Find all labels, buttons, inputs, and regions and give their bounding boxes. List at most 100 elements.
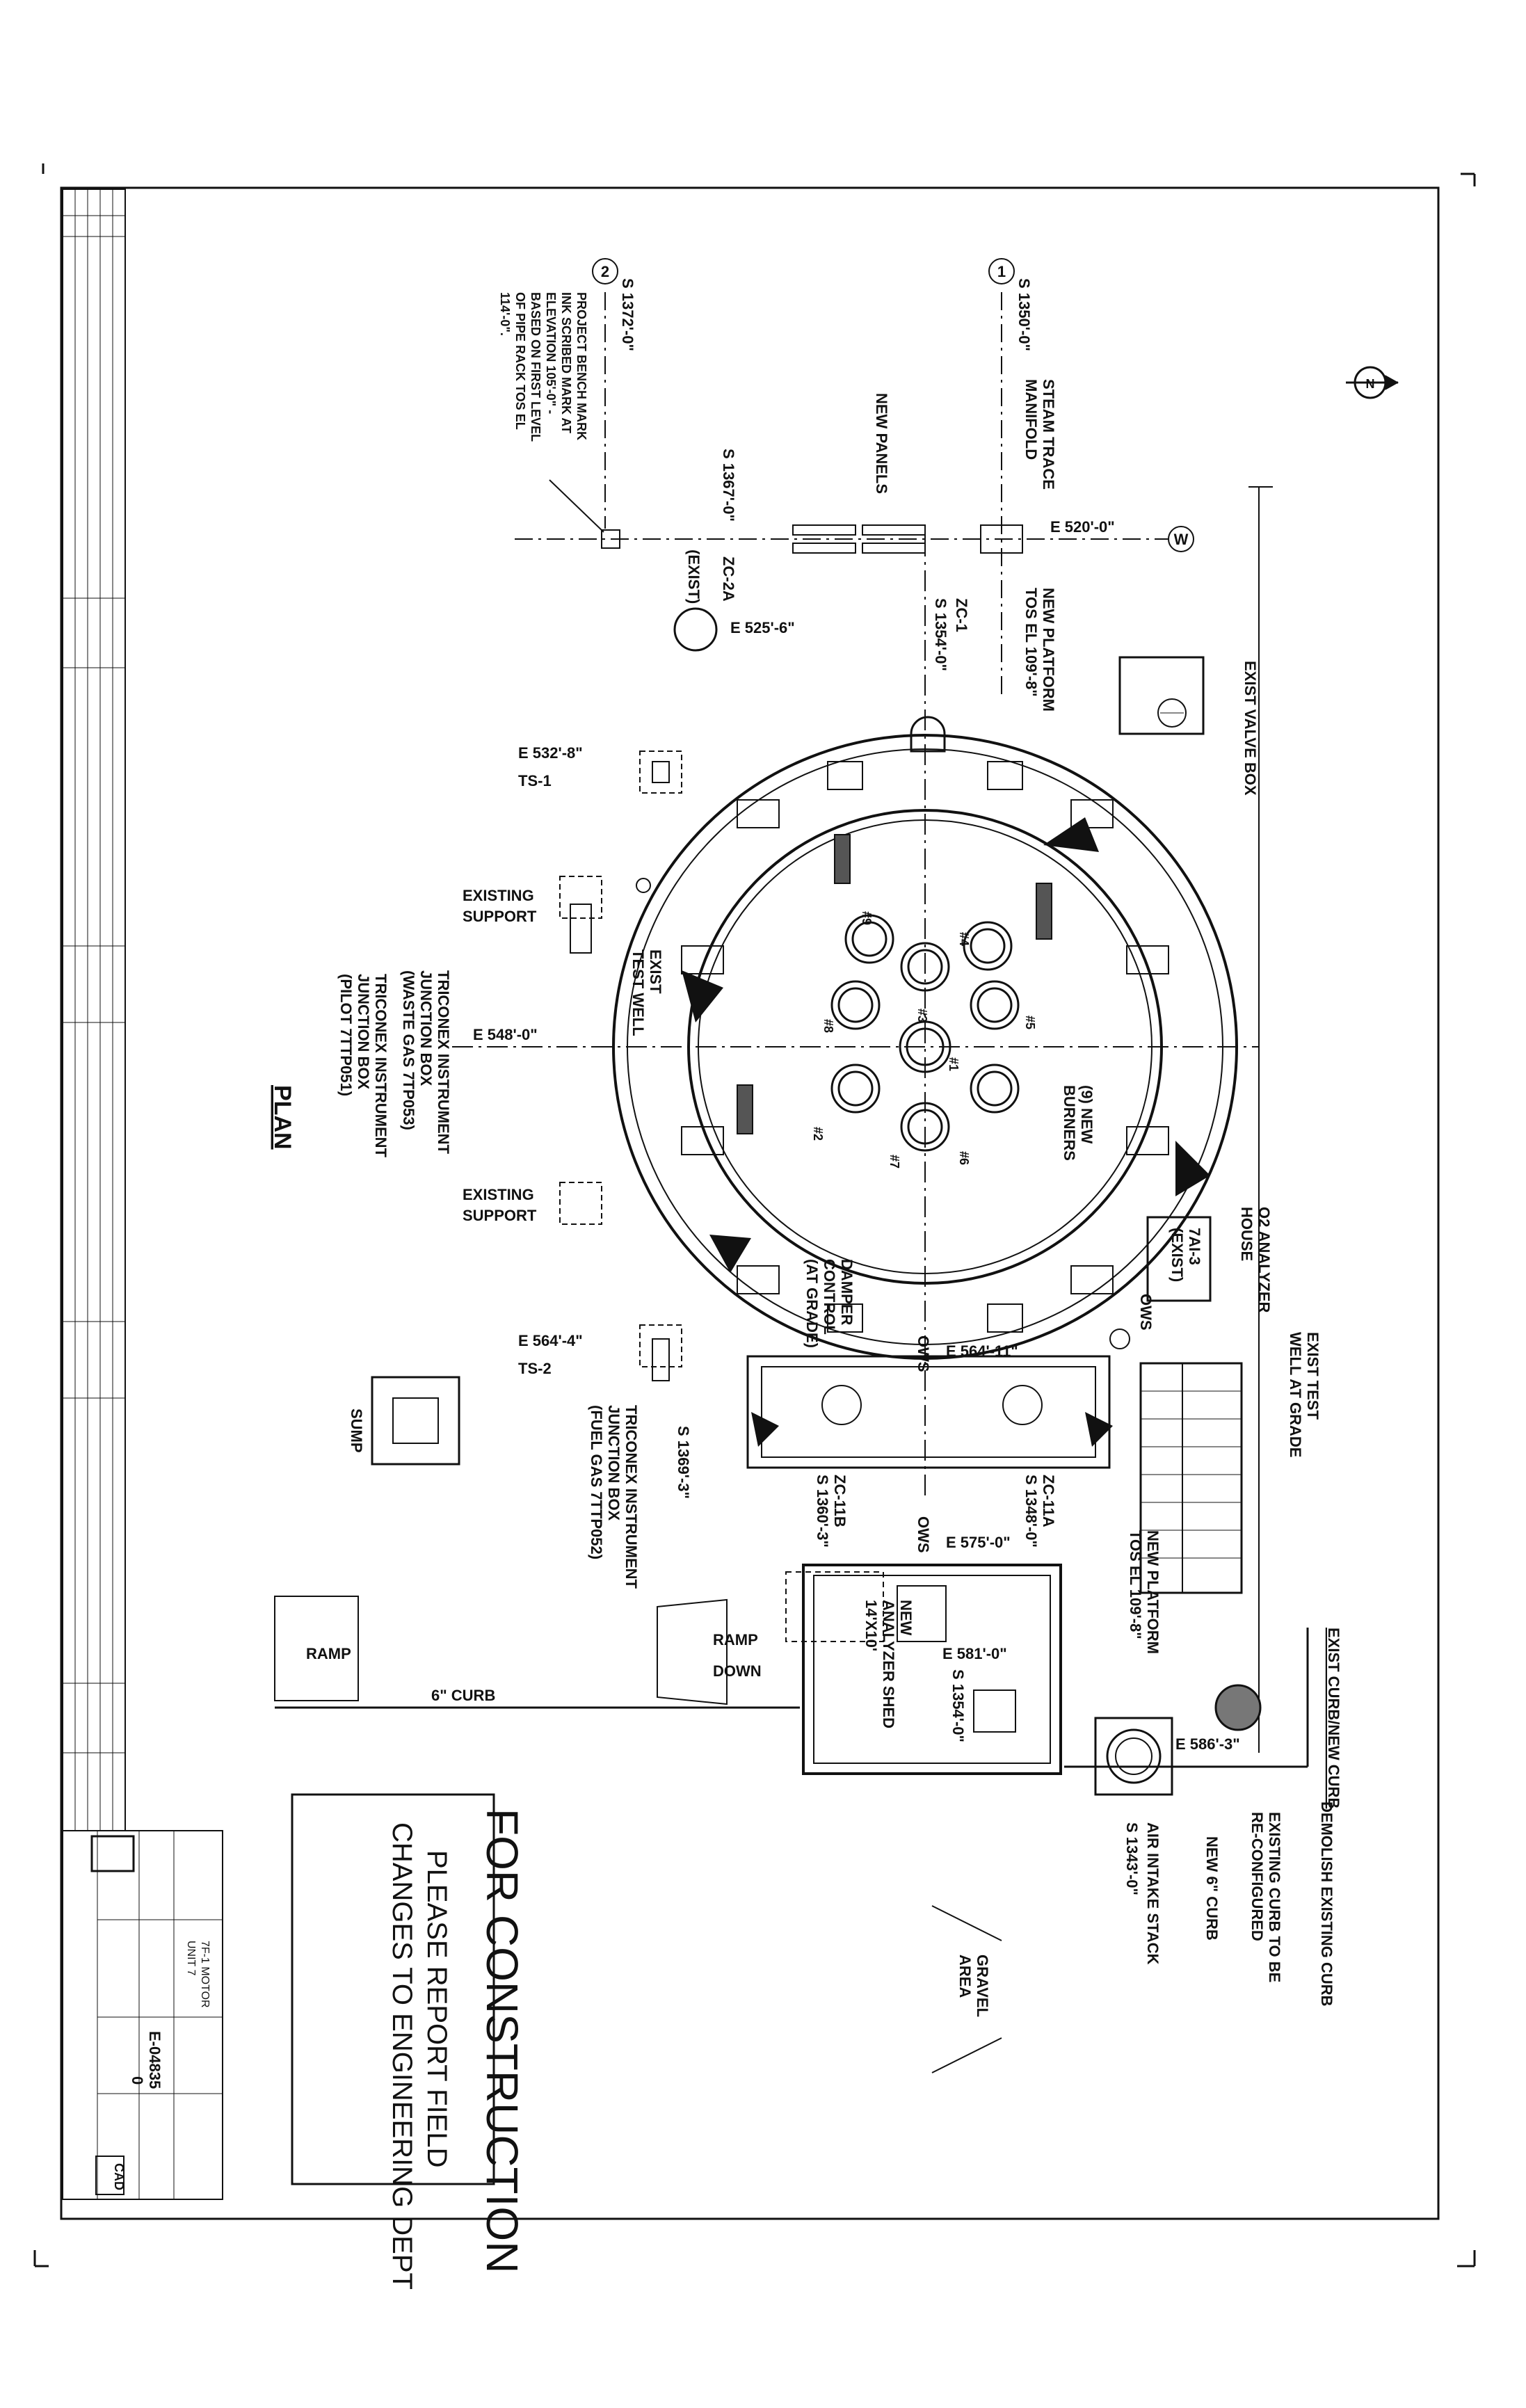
drawing-label: MANIFOLD	[1022, 379, 1040, 460]
drawing-label: PROJECT BENCH MARK	[575, 292, 588, 440]
drawing-label: EXIST CURB/NEW CURB	[1325, 1628, 1342, 1808]
stamp-line-3: CHANGES TO ENGINEERING DEPT	[387, 1822, 417, 2290]
drawing-label: NEW PLATFORM	[1040, 588, 1057, 712]
drawing-label: GRAVEL	[974, 1955, 991, 2017]
drawing-label: OWS	[1137, 1294, 1155, 1331]
drawing-label: E 575'-0"	[946, 1534, 1011, 1551]
drawing-label: #8	[821, 1019, 835, 1033]
drawing-label: RAMP	[713, 1631, 758, 1648]
analyzer-shed	[802, 1564, 1062, 1775]
drawing-label: EXIST TEST	[1304, 1332, 1322, 1420]
grid-bubble-1: 1	[997, 263, 1006, 280]
drawing-label: TRICONEX INSTRUMENT	[372, 974, 389, 1158]
drawing-label: AREA	[956, 1955, 974, 1998]
drawing-label: 114'-0".	[498, 292, 512, 336]
drawing-label: EXISTING	[463, 1186, 534, 1203]
drawing-label: S 1360'-3"	[814, 1475, 831, 1548]
revision-strip	[62, 188, 126, 1831]
company-logo-icon	[90, 1835, 135, 1872]
drawing-labels: PLAN 1 S 1350'-0" 2 S 1372'-0" W E 520'-…	[112, 263, 1375, 2290]
drawing-label: JUNCTION BOX	[355, 974, 372, 1090]
construction-stamp	[291, 1793, 495, 2185]
drawing-label: ZC-11B	[831, 1475, 849, 1527]
drawing-label: E 532'-8"	[518, 744, 583, 762]
platform-stair	[1139, 1362, 1243, 1594]
drawing-label: S 1367'-0"	[720, 449, 737, 522]
drawing-label: EXISTING CURB TO BE	[1266, 1812, 1283, 1982]
drawing-label: OF PIPE RACK TOS EL	[513, 292, 527, 430]
existing-support-1	[559, 876, 602, 919]
gravel-area-marker	[931, 1905, 1002, 1941]
drawing-label: 7F-1 MOTOR	[199, 1941, 211, 2008]
drawing-label: TS-2	[518, 1360, 552, 1377]
drawing-label: AIR INTAKE STACK	[1144, 1822, 1162, 1965]
drawing-label: E 586'-3"	[1175, 1735, 1240, 1753]
drawing-label: NEW PANELS	[873, 393, 890, 494]
drawing-label: (9) NEW	[1078, 1085, 1095, 1144]
title-block	[62, 1830, 223, 2200]
new-panel	[792, 524, 856, 536]
drawing-label: DAMPER	[838, 1259, 856, 1325]
ts-2-support	[639, 1324, 682, 1367]
sump	[371, 1376, 460, 1466]
sheet-border	[60, 186, 1440, 2220]
drawing-label: SUMP	[348, 1408, 365, 1453]
drawing-label: S 1369'-3"	[675, 1426, 692, 1499]
plan-title: PLAN	[269, 1085, 296, 1150]
platform-ring-outer	[612, 734, 1238, 1360]
drawing-label: WELL AT GRADE	[1287, 1332, 1304, 1457]
new-panel	[862, 524, 926, 536]
drawing-label: TRICONEX INSTRUMENT	[623, 1405, 640, 1589]
drawing-label: INK SCRIBED MARK AT	[559, 292, 573, 433]
drawing-label: 14'X10'	[862, 1600, 880, 1651]
drawing-label: OWS	[915, 1516, 932, 1553]
drawing-label: RE-CONFIGURED	[1248, 1812, 1266, 1941]
drawing-label: ELEVATION 105'-0" -	[544, 292, 558, 414]
refractory-blocks	[682, 817, 1210, 1447]
demolish-curb-marker	[1214, 1684, 1262, 1731]
drawing-label: #4	[957, 932, 971, 946]
drawing-label: STEAM TRACE	[1040, 379, 1057, 490]
grid-w-label: E 520'-0"	[1050, 518, 1115, 536]
drawing-label: TEST WELL	[629, 949, 647, 1036]
bench-mark	[601, 529, 620, 549]
hatch-panel	[737, 1084, 753, 1134]
drawing-label: #3	[915, 1009, 929, 1022]
drawing-label: EXISTING	[463, 887, 534, 904]
drawing-label: (EXIST)	[685, 549, 702, 604]
drawing-label: BURNERS	[1061, 1085, 1078, 1161]
drawing-label: (AT GRADE)	[803, 1259, 821, 1348]
drawing-label: 7AI-3	[1186, 1228, 1203, 1265]
drawing-label: 6" CURB	[431, 1687, 495, 1704]
drawing-label: #1	[947, 1057, 961, 1071]
zc-2a-column	[673, 607, 718, 652]
drawing-label: S 1348'-0"	[1022, 1475, 1040, 1548]
drawing-label: #6	[957, 1151, 971, 1165]
hatch-panel	[834, 834, 851, 884]
grid-bubble-2: 2	[601, 263, 609, 280]
drawing-label: SUPPORT	[463, 908, 537, 925]
north-label: N	[1366, 377, 1375, 391]
ladder-cage-icon	[910, 716, 946, 753]
drawing-label: #9	[860, 911, 874, 925]
drawing-label: (EXIST)	[1168, 1228, 1186, 1282]
drawing-label: E 548'-0"	[473, 1026, 538, 1043]
cad-tag: CAD	[112, 2163, 126, 2190]
drawing-label: E 581'-0"	[942, 1645, 1007, 1662]
drawing-label: NEW PLATFORM	[1144, 1530, 1162, 1654]
stamp-line-2: PLEASE REPORT FIELD	[421, 1850, 452, 2167]
steam-trace-manifold	[980, 524, 1023, 554]
drawing-label: #7	[888, 1155, 901, 1169]
drawing-label: S 1343'-0"	[1123, 1822, 1141, 1895]
drawing-label: ZC-1	[953, 598, 970, 632]
grid-bubble-w: W	[1174, 531, 1189, 548]
air-intake-stack	[1094, 1717, 1173, 1796]
drawing-label: #5	[1023, 1016, 1037, 1029]
existing-support-2	[559, 1182, 602, 1225]
ramp	[657, 1598, 728, 1705]
stamp-line-1: FOR CONSTRUCTION	[477, 1808, 527, 2273]
drawing-label: NEW 6" CURB	[1203, 1836, 1221, 1941]
heater-shell	[687, 809, 1163, 1285]
new-panel	[792, 543, 856, 554]
